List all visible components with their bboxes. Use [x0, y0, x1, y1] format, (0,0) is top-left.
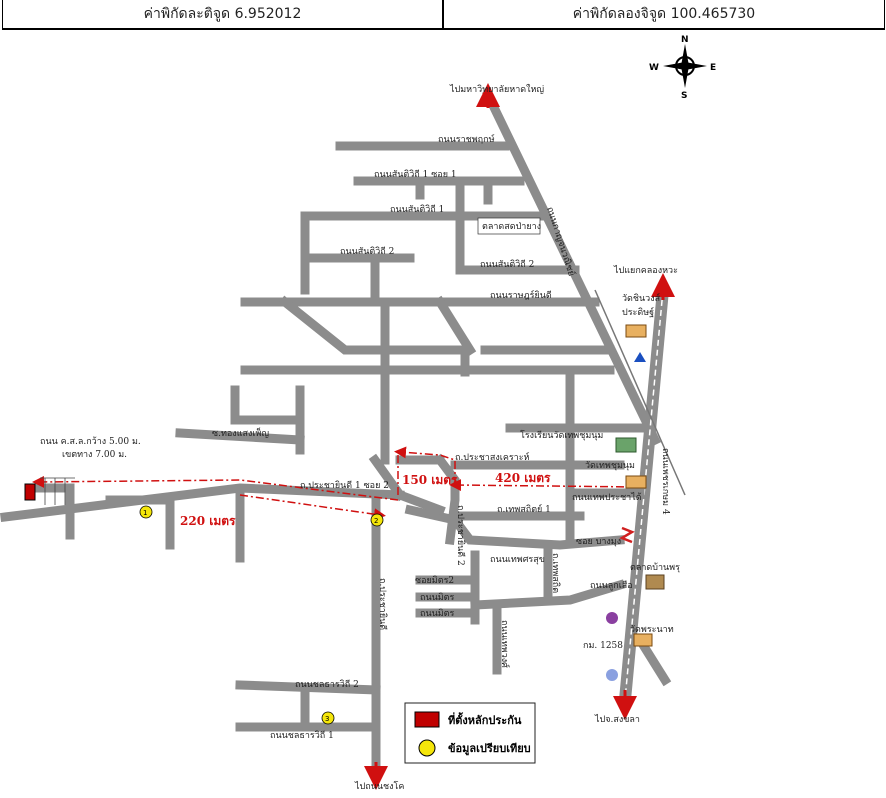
label-kanchana-road: ถนนลูกเสือ: [590, 580, 633, 591]
legend-comparable-label: ข้อมูลเปรียบเทียบ: [448, 742, 531, 756]
label-kanchana-market: ตลาดบ้านพรุ: [630, 562, 680, 573]
comparable-marker-1: 1: [139, 505, 153, 519]
temple-icon-2: [625, 475, 647, 489]
label-thepwat: ถนนเทพวงศ์: [499, 620, 511, 668]
school-icon: [615, 437, 637, 453]
railway-line: [594, 289, 686, 496]
market-icon: [645, 574, 665, 590]
svg-text:2: 2: [374, 517, 378, 525]
label-santiwithi2b: ถนนสันติวิถี 2: [480, 259, 534, 270]
svg-text:E: E: [710, 63, 716, 73]
label-dist-150: 150 เมตร: [402, 473, 458, 487]
label-phet-kasem-4: ถนนเพชรเกษม 4: [660, 448, 670, 515]
label-wat-chin: วัดชินวงส์: [622, 292, 661, 304]
label-prachayindee: ถ.ประชายินดี: [377, 578, 388, 630]
label-thepsaranee: ถนนเทพศรสุข: [490, 555, 545, 565]
label-soi-bang: ซอย บางมุง: [576, 537, 621, 547]
svg-text:S: S: [681, 91, 687, 101]
label-km: กม. 1258: [583, 641, 623, 651]
gas-station-icon: [634, 352, 646, 362]
coordinate-header: ค่าพิกัดละติจูด 6.952012 ค่าพิกัดลองจิจู…: [0, 0, 886, 32]
temple-icon: [625, 324, 647, 338]
label-reserve: เขตทาง 7.00 ม.: [62, 450, 127, 460]
legend-property-label: ที่ตั้งหลักประกัน: [448, 712, 522, 727]
label-wat-phranat: วัดพระนาท: [630, 625, 674, 635]
compass-icon: N S E W: [649, 35, 716, 101]
latitude-cell: ค่าพิกัดละติจูด 6.952012: [2, 0, 443, 30]
label-market-pa-yang: ตลาดสดป่ายาง: [482, 222, 541, 232]
label-prachin: ประดิษฐ์: [622, 306, 654, 318]
legend-property-swatch: [414, 711, 440, 728]
label-to-nongkai: ไปถนนชงโค: [354, 781, 404, 792]
label-chon-huai2: ถนนชลธารวิถี 2: [295, 679, 359, 690]
label-wat-thep: วัดเทพชุมนุม: [585, 461, 635, 471]
label-prachayindee-soi2: ถ.ประชายินดี 1 ซอย 2: [300, 480, 389, 491]
label-to-university: ไปมหาวิทยาลัยหาดใหญ่: [449, 84, 544, 95]
svg-text:W: W: [649, 63, 659, 73]
label-road-width: ถนน ค.ส.ล.กว้าง 5.00 ม.: [40, 436, 141, 447]
temple-icon-3: [633, 633, 653, 647]
label-dist-420: 420 เมตร: [495, 471, 551, 485]
label-to-songkhla: ไปจ.สงขลา: [594, 714, 640, 725]
comparable-marker-2: 2: [370, 513, 384, 527]
svg-text:N: N: [681, 35, 689, 45]
svg-text:3: 3: [325, 715, 329, 723]
bank-icon: [619, 526, 635, 544]
label-soi-mitr2: ซอยมิตร2: [415, 575, 454, 586]
label-santiwithi2: ถนนสันติวิถี 2: [340, 246, 394, 257]
label-school: โรงเรียนวัดเทพชุมนุม: [520, 430, 603, 441]
location-map: N S E W 1 2 3 ไปมหาวิทยาลัยหาดใหญ: [0, 35, 716, 792]
label-ratchaphruek: ถนนราชพฤกษ์: [438, 133, 495, 145]
legend-comparable-swatch: [418, 739, 436, 757]
property-marker: [24, 483, 36, 501]
longitude-cell: ค่าพิกัดลองจิจูด 100.465730: [443, 0, 885, 30]
label-thepsaranee2: ถ.เทพสถิต: [550, 553, 561, 593]
label-santiwithi1-soi1: ถนนสันติวิถี 1 ซอย 1: [374, 169, 457, 180]
label-thepsuk1: ถ.เทพสถิตย์ 1: [497, 503, 551, 515]
label-soi-thong: ซ.ทองแสงเพ็ญ: [212, 426, 269, 439]
route-path: [32, 446, 641, 521]
hospital-icon: [606, 669, 618, 681]
label-to-khlong-hae: ไปแยกคลองหวะ: [613, 265, 678, 276]
label-santiwithi1: ถนนสันติวิถี 1: [390, 204, 444, 215]
comparable-marker-3: 3: [321, 711, 335, 725]
label-prachasongkhro: ถ.ประชาสงเคราะห์: [455, 451, 530, 463]
label-chon-huai1: ถนนชลธารวิถี 1: [270, 730, 334, 741]
label-prachayindee2: ถ.ประชายินดี 2: [455, 505, 466, 566]
label-thaisamakkhi: ถนนราษฎร์ยินดี: [490, 289, 552, 301]
bank-icon-2: [606, 612, 618, 624]
label-mitr2: ถนนมิตร: [420, 608, 455, 619]
label-dist-220: 220 เมตร: [180, 514, 236, 528]
road-network: [0, 88, 672, 775]
svg-text:1: 1: [143, 509, 147, 517]
label-thepprachanukun: ถนนเทพประชาได้: [572, 492, 642, 503]
map-legend: ที่ตั้งหลักประกัน ข้อมูลเปรียบเทียบ: [404, 702, 536, 764]
label-mitr1: ถนนมิตร: [420, 592, 455, 603]
property-plots: [40, 477, 75, 505]
